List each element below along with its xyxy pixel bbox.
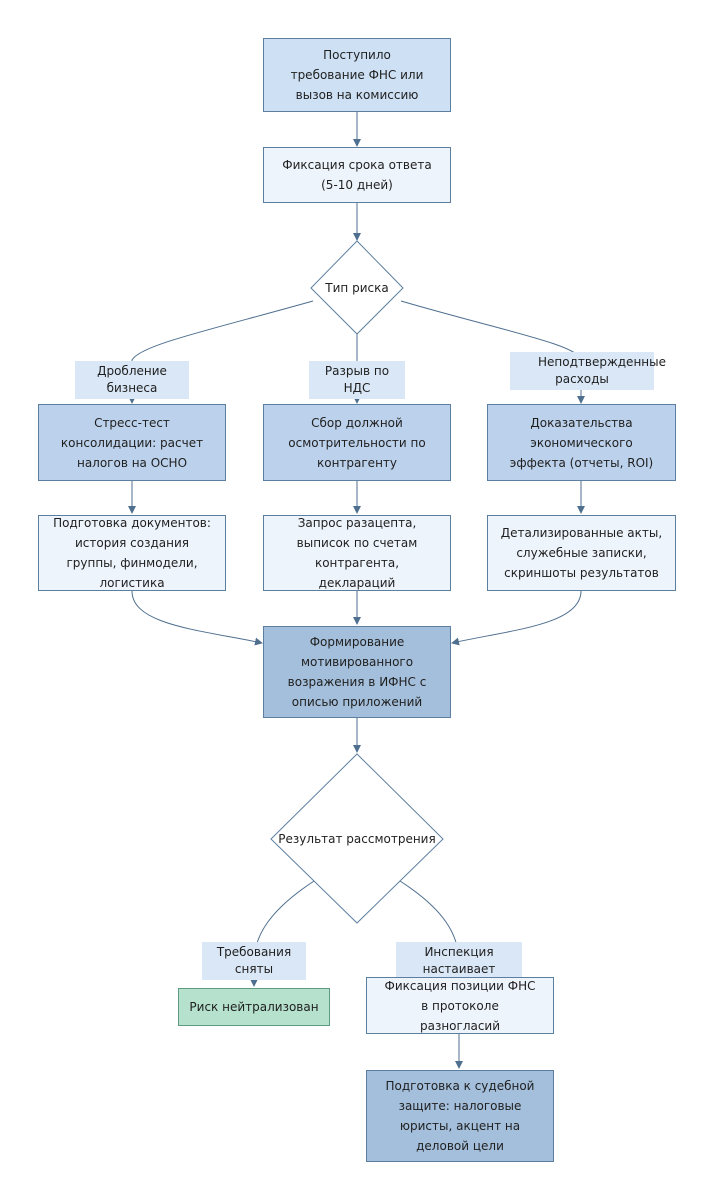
label-inspection-insists: Инспекция настаивает: [396, 942, 522, 980]
decision-review-result: Результат рассмотрения: [278, 832, 436, 846]
node-risk-neutralized: Риск нейтрализован: [178, 988, 330, 1026]
label-business-split: Дробление бизнеса: [75, 361, 189, 399]
node-due-diligence: Сбор должной осмотрительности по контраг…: [263, 404, 451, 481]
decision-risk-type-shape: [310, 240, 404, 335]
node-court-preparation: Подготовка к судебной защите: налоговые …: [366, 1070, 554, 1162]
node-economic-effect: Доказательства экономического эффекта (о…: [487, 404, 676, 481]
node-objection: Формирование мотивированного возражения …: [263, 626, 451, 718]
node-request-received: Поступило требование ФНС или вызов на ко…: [263, 38, 451, 112]
node-stress-test: Стресс-тест консолидации: расчет налогов…: [38, 404, 226, 481]
edge-docs-expenses-objection: [451, 590, 582, 646]
decision-review-result-shape: [270, 753, 444, 924]
decision-risk-type: Тип риска: [325, 281, 389, 295]
node-disagreements-protocol: Фиксация позиции ФНС в протоколе разногл…: [366, 977, 554, 1034]
node-docs-expenses: Детализированные акты, служебные записки…: [487, 515, 676, 591]
edge-docs-group-objection: [131, 590, 263, 646]
node-response-deadline: Фиксация срока ответа (5-10 дней): [263, 147, 451, 203]
label-vat-gap: Разрыв по НДС: [309, 361, 405, 399]
node-docs-vat: Запрос разацепта, выписок по счетам конт…: [263, 515, 451, 591]
label-unconfirmed-expenses: Неподтвержденные расходы: [510, 352, 666, 390]
edge-risk-type-stress-test: [128, 300, 314, 404]
node-docs-group: Подготовка документов: история создания …: [38, 515, 226, 591]
label-requirements-removed: Требования сняты: [202, 942, 306, 980]
